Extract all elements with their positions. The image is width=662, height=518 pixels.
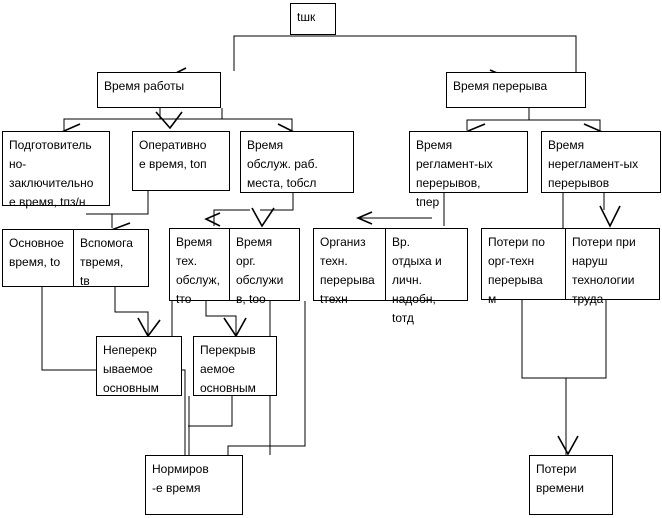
connector-oper-branches xyxy=(86,191,149,228)
connector-work-branches xyxy=(63,108,293,130)
connector-break-branches xyxy=(466,108,601,130)
work-time-node: Время работы xyxy=(97,72,221,108)
operative-time-node: Оперативно е время, tоп xyxy=(132,131,230,191)
overlapped-node: Перекрыв аемое основным xyxy=(193,336,277,396)
non-overlapped-node: Неперекр ываемое основным xyxy=(96,336,182,396)
connector-nonreg-branches xyxy=(562,193,605,228)
main-time-node: Основное время, tо xyxy=(2,229,75,287)
org-service-node: Время орг. обслужи в, tоо xyxy=(229,228,300,306)
break-time-node: Время перерыва xyxy=(446,72,586,108)
org-tech-breaks-node: Организ техн. перерыва tтехн xyxy=(313,228,387,306)
root-node: tшк xyxy=(290,3,336,35)
prep-final-time-node: Подготовитель но- заключительно е время,… xyxy=(2,131,110,209)
aux-time-node: Вспомога твремя, tв xyxy=(73,229,149,288)
normed-time-node: Нормиров -е время xyxy=(145,455,243,515)
rest-needs-node: Вр. отдыха и личн. надобн, tотд xyxy=(385,228,468,325)
tech-service-node: Время тех. обслуж, tто xyxy=(169,228,231,306)
connector-root-branches xyxy=(233,35,577,75)
tech-violation-losses-node: Потери при наруш технологии труда xyxy=(565,228,660,306)
unregulated-breaks-node: Время нереглaмент-ых перерывов xyxy=(541,131,661,193)
regulated-breaks-node: Время регламент-ых перерывов, tпер xyxy=(409,131,528,209)
org-tech-losses-node: Потери по орг-техн перерыва м xyxy=(481,228,567,306)
connector-reg-branches xyxy=(360,193,445,226)
time-losses-node: Потери времени xyxy=(529,455,613,515)
connector-service-branches xyxy=(213,193,294,226)
service-time-node: Время обслуж. раб. места, tобсл xyxy=(240,131,354,193)
